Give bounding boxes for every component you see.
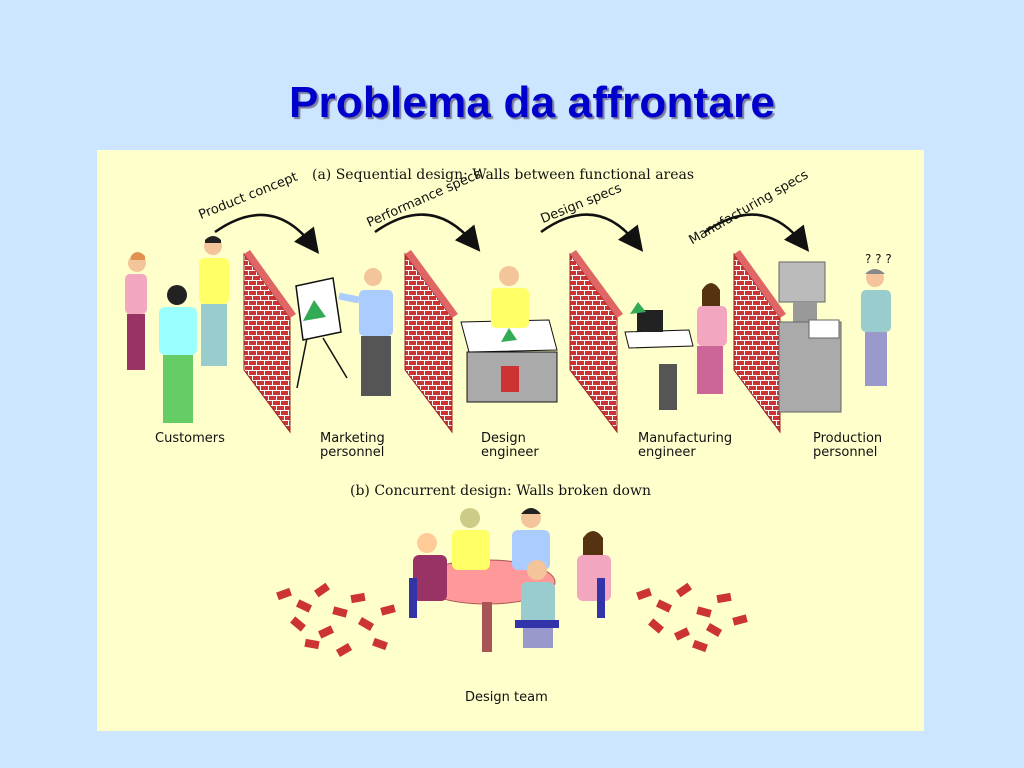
caption-concurrent: (b) Concurrent design: Walls broken down xyxy=(350,483,651,499)
caption-sequential: (a) Sequential design: Walls between fun… xyxy=(312,167,695,183)
brick-wall-icon xyxy=(733,250,786,434)
easel-icon xyxy=(295,277,348,389)
production-person xyxy=(861,269,891,386)
brick-wall-icon xyxy=(243,250,296,434)
brick-rubble-icon xyxy=(276,582,396,657)
curved-arrow-icon xyxy=(374,213,481,252)
figure-artwork xyxy=(125,213,891,657)
customers-figures xyxy=(125,236,229,423)
workstation-icon xyxy=(624,302,694,410)
curved-arrow-icon xyxy=(704,213,810,252)
marketing-person xyxy=(338,268,393,396)
machine-icon xyxy=(778,261,842,413)
role-label-customers: Customers xyxy=(155,431,225,446)
brick-wall-icon xyxy=(569,250,623,434)
role-label-design-team: Design team xyxy=(465,690,548,705)
brick-rubble-icon xyxy=(636,582,748,653)
curved-arrow-icon xyxy=(540,213,644,252)
chair-icon xyxy=(409,578,605,628)
manufacturing-engineer-person xyxy=(697,283,727,394)
confusion-marks: ? ? ? xyxy=(865,252,892,266)
slide-title: Problema da affrontare xyxy=(288,78,776,127)
curved-arrow-icon xyxy=(214,213,320,254)
design-engineer-person xyxy=(491,266,529,392)
design-team-figures xyxy=(413,508,611,648)
brick-wall-icon xyxy=(404,250,458,434)
sequential-vs-concurrent-figure: (a) Sequential design: Walls between fun… xyxy=(97,150,924,731)
